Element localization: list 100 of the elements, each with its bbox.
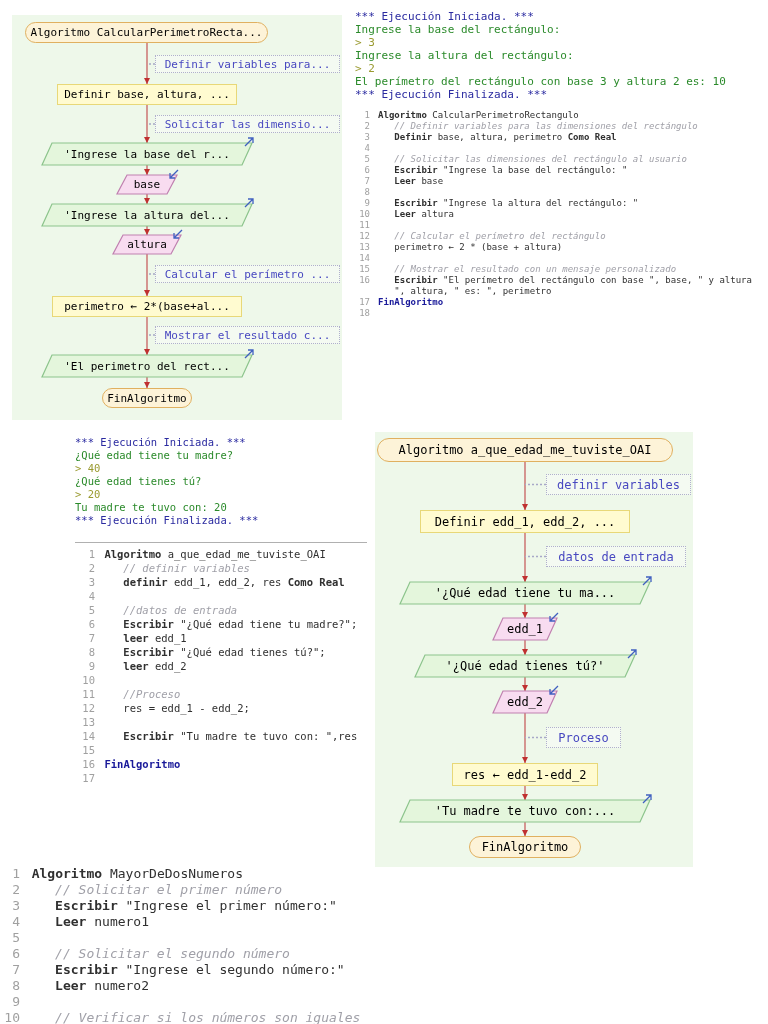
node-label: '¿Qué edad tiene tu ma... — [434, 586, 616, 600]
comment-box — [155, 55, 340, 73]
flow-arrow — [521, 639, 529, 656]
console-line: Ingrese la altura del rectángulo: — [355, 49, 575, 62]
line-number: 14 — [358, 253, 370, 264]
node-label: Definir variables para... — [164, 57, 331, 71]
flow-arrow — [521, 676, 529, 692]
console-line: ¿Qué edad tienes tú? — [75, 475, 203, 488]
terminal-box — [377, 438, 673, 462]
flow-arrow — [143, 376, 151, 389]
flow-arrow — [143, 104, 151, 144]
line-number: 5 — [11, 930, 20, 946]
flow-arrow — [143, 253, 151, 297]
line-number: 16 — [81, 757, 95, 771]
comment-box — [546, 474, 691, 495]
code-line: Definir base, altura, perimetro Como Real — [394, 132, 617, 143]
code-line: // Solicitar el segundo número — [55, 946, 290, 962]
line-number: 8 — [11, 978, 20, 994]
line-number: 7 — [11, 962, 20, 978]
leader-line — [146, 123, 156, 125]
console-line: *** Ejecución Iniciada. *** — [355, 10, 535, 23]
terminal-box — [25, 22, 268, 43]
flow-arrow — [143, 193, 151, 205]
console-line: Tu madre te tuvo con: 20 — [75, 501, 228, 514]
flow-arrow — [521, 532, 529, 583]
leader-line — [146, 334, 156, 336]
line-number: 2 — [87, 561, 95, 575]
flow-arrow — [521, 461, 529, 511]
line-number: 6 — [363, 165, 370, 176]
line-number: 12 — [81, 701, 95, 715]
node-label: '¿Qué edad tienes tú?' — [445, 659, 605, 673]
node-label: 'El perimetro del rect... — [64, 359, 230, 373]
code-line: // Calcular el perímetro del rectángulo — [394, 231, 606, 242]
comment-box — [155, 326, 340, 344]
node-label: res ← edd_1-edd_2 — [463, 767, 587, 782]
line-number: 9 — [363, 198, 370, 209]
node-label: Solicitar las dimensio... — [164, 117, 331, 131]
code-line: Escribir "¿Qué edad tiene tu madre?"; — [123, 617, 358, 631]
code-line: // definir variables — [123, 561, 250, 575]
flow-arrow — [143, 225, 151, 236]
line-number: 2 — [363, 121, 370, 132]
code-line: Escribir "El perímetro del rectángulo con base ", base, " y altura ", altura, " es: ", perimetro — [394, 275, 753, 297]
flow-arrow — [521, 712, 529, 764]
terminal-box — [469, 836, 581, 858]
node-label: datos de entrada — [558, 549, 674, 564]
code-line: Algoritmo CalcularPerimetroRectangulo — [378, 110, 579, 121]
line-number: 2 — [11, 882, 20, 898]
code-line: perimetro ← 2 * (base + altura) — [394, 242, 563, 253]
flow-arrow — [143, 164, 151, 176]
code-line: Escribir "¿Qué edad tienes tú?"; — [123, 645, 326, 659]
leader-line — [524, 483, 547, 486]
node-label: edd_2 — [506, 695, 544, 709]
code-line: Leer altura — [394, 209, 454, 220]
line-number: 3 — [87, 575, 95, 589]
console-line: *** Ejecución Finalizada. *** — [355, 88, 549, 101]
code-line: //datos de entrada — [123, 603, 238, 617]
leader-line — [524, 736, 547, 739]
node-label: Calcular el perímetro ... — [164, 267, 331, 281]
code-line: Escribir "Tu madre te tuvo con: ",res — [123, 729, 358, 743]
code-line: // Definir variables para las dimensiones del rectángulo — [394, 121, 698, 132]
line-number: 12 — [358, 231, 370, 242]
node-label: Algoritmo a_que_edad_me_tuviste_OAI — [398, 443, 652, 457]
line-number: 4 — [11, 914, 20, 930]
code-line: FinAlgoritmo — [104, 757, 181, 771]
code-line: Escribir "Ingrese el segundo número:" — [55, 962, 345, 978]
line-number: 10 — [3, 1010, 20, 1024]
code-line: Leer numero2 — [55, 978, 150, 994]
comment-box — [546, 546, 686, 567]
code-line: Algoritmo a_que_edad_me_tuviste_OAI — [104, 547, 326, 561]
code-line: // Mostrar el resultado con un mensaje personalizado — [394, 264, 677, 275]
line-number: 7 — [87, 631, 95, 645]
console-line: > 3 — [355, 36, 376, 49]
node-label: Mostrar el resultado c... — [164, 328, 331, 342]
line-number: 8 — [363, 187, 370, 198]
line-number: 11 — [358, 220, 370, 231]
comment-box — [155, 265, 340, 283]
code-line: //Proceso — [123, 687, 181, 701]
node-label: edd_1 — [506, 622, 544, 636]
line-number: 6 — [11, 946, 20, 962]
console-line: > 20 — [75, 488, 102, 501]
code-line: leer edd_1 — [123, 631, 187, 645]
line-number: 14 — [81, 729, 95, 743]
line-number: 17 — [81, 771, 95, 785]
node-label: perimetro ← 2*(base+al... — [64, 300, 230, 313]
process-box — [420, 510, 630, 533]
code-line: FinAlgoritmo — [378, 297, 444, 308]
leader-line — [524, 555, 547, 558]
node-label: FinAlgoritmo — [481, 840, 569, 854]
line-number: 5 — [363, 154, 370, 165]
console-line: Ingrese la base del rectángulo: — [355, 23, 562, 36]
console-line: El perímetro del rectángulo con base 3 y altura 2 es: 10 — [355, 75, 727, 88]
line-number: 7 — [363, 176, 370, 187]
process-box — [452, 763, 598, 786]
flow-arrow — [143, 316, 151, 356]
line-number: 15 — [358, 264, 370, 275]
line-number: 13 — [358, 242, 370, 253]
code-line: Escribir "Ingrese la base del rectángulo: " — [394, 165, 628, 176]
node-label: Proceso — [558, 730, 609, 745]
code-line: Algoritmo MayorDeDosNumeros — [31, 866, 244, 882]
process-box — [52, 296, 242, 317]
